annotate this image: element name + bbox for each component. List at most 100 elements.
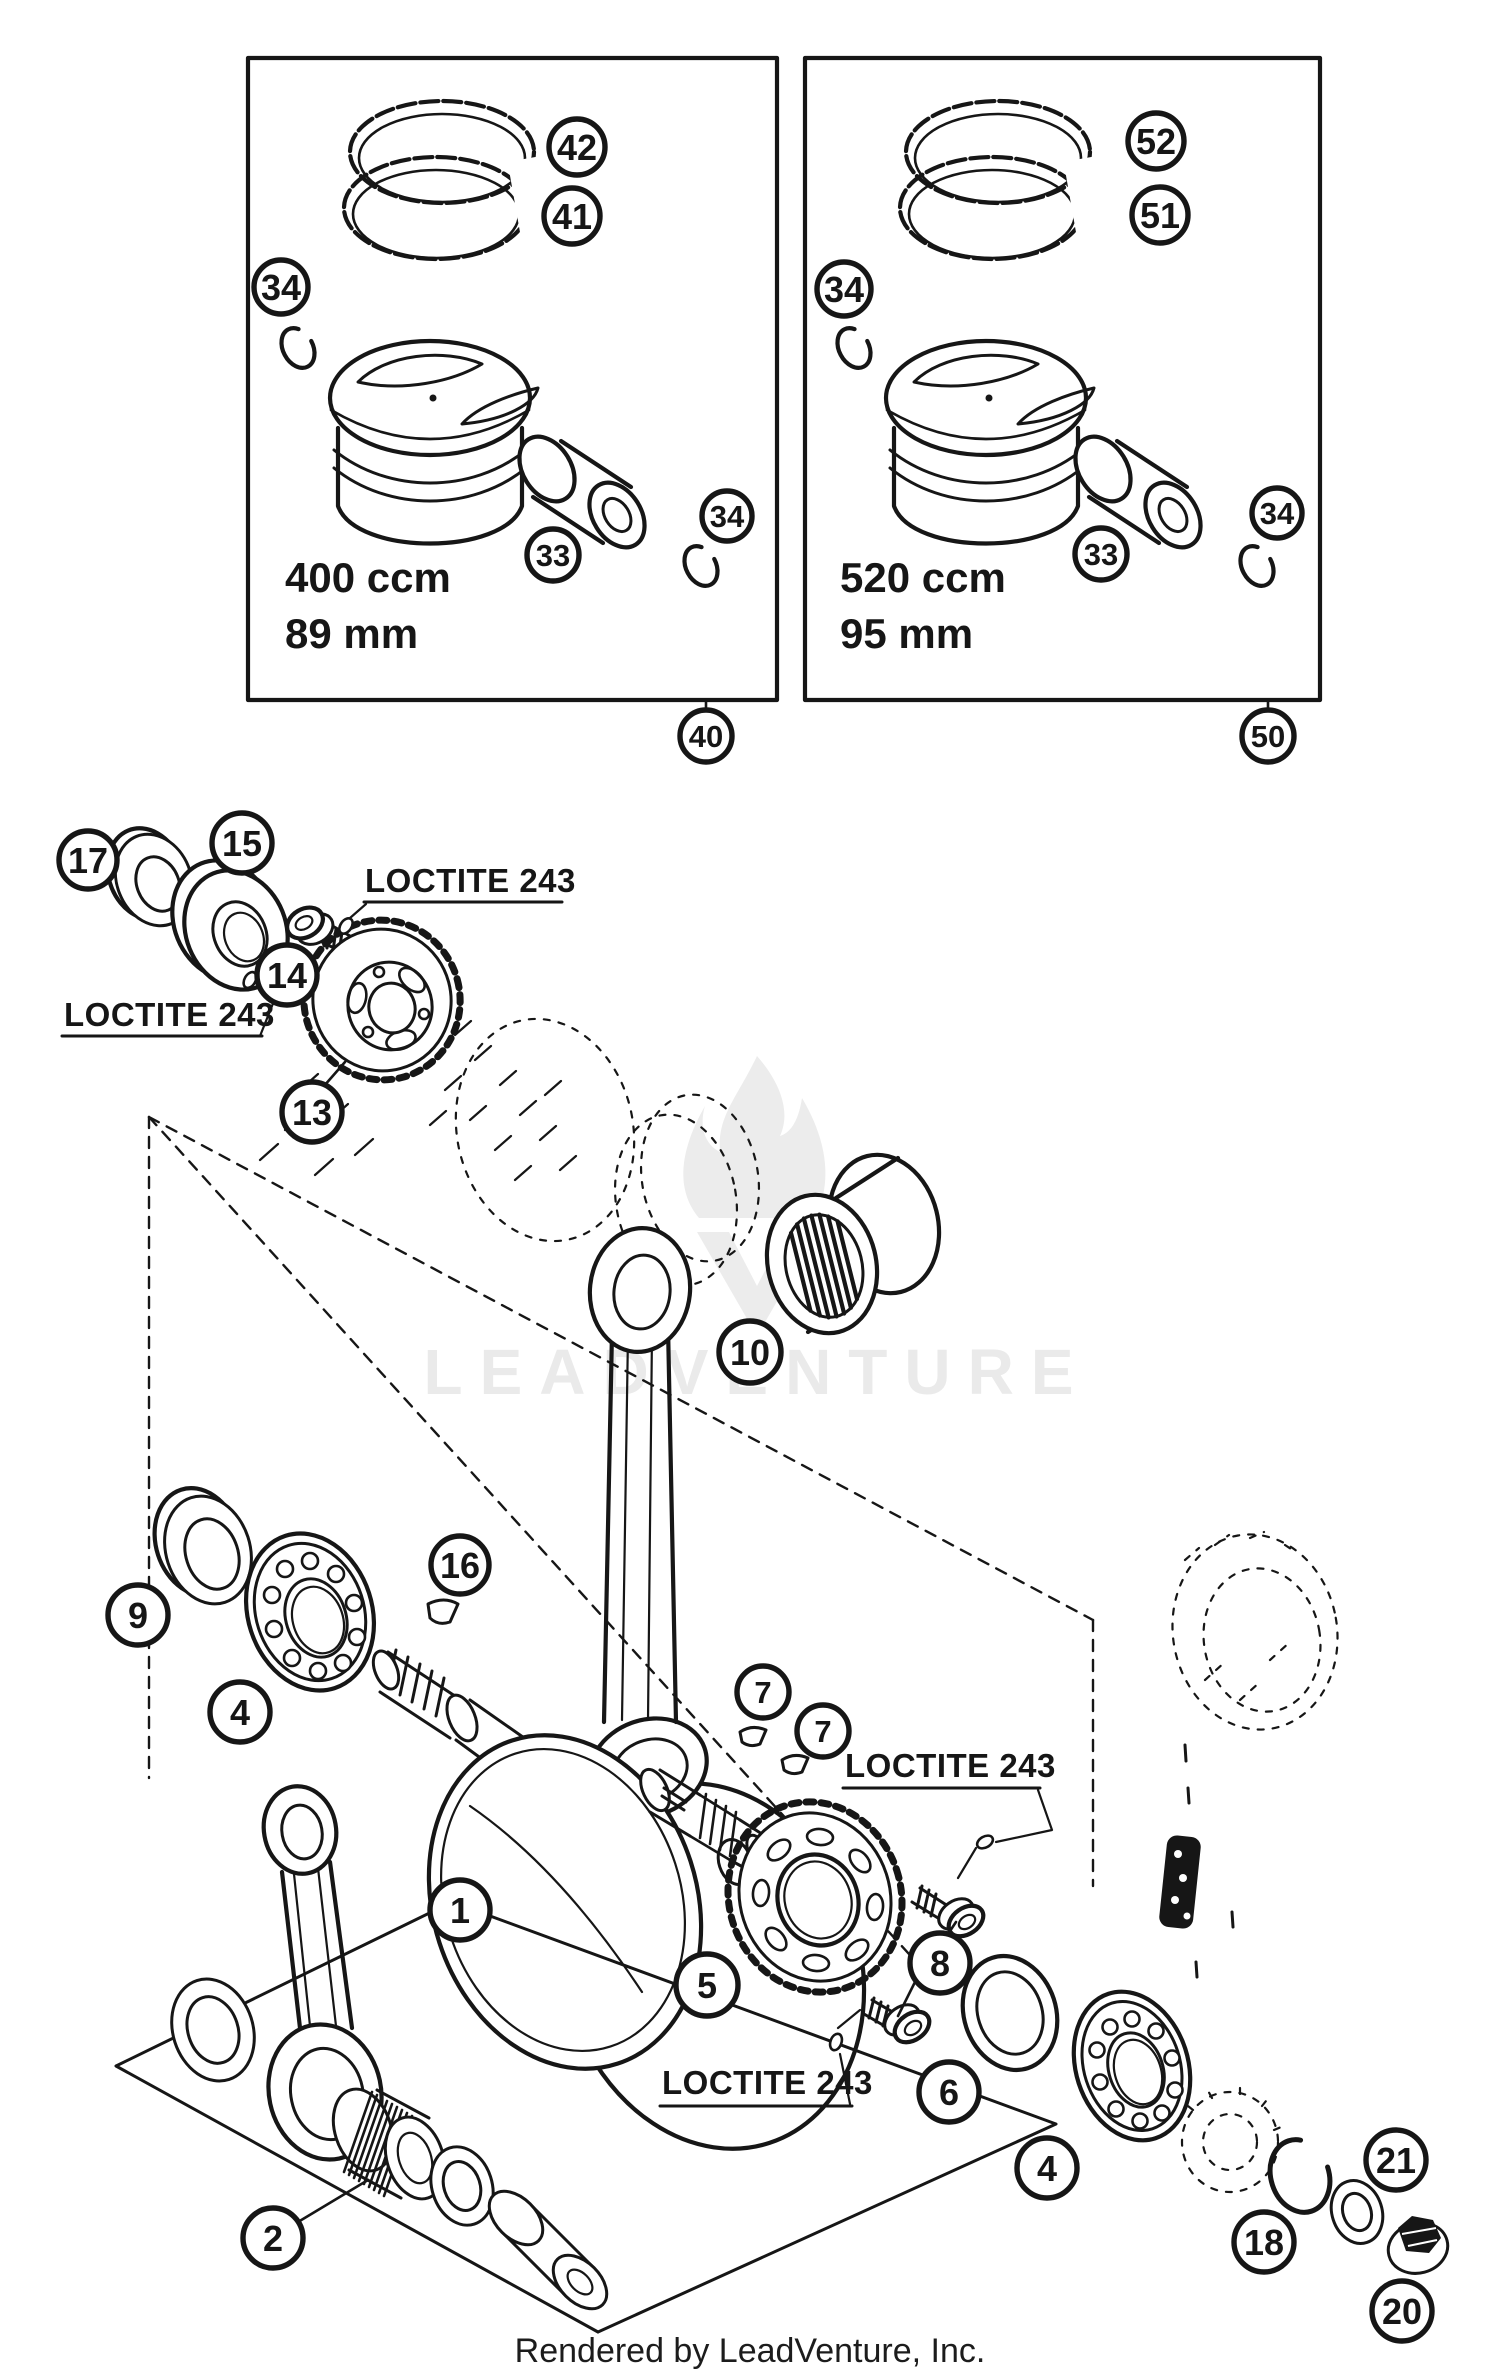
callout-bearing-4-left: 4 bbox=[207, 1679, 273, 1745]
callout-bearing-4-right: 4 bbox=[1014, 2135, 1080, 2201]
callout-woodruff-key-16: 16 bbox=[428, 1533, 492, 1597]
svg-text:6: 6 bbox=[939, 2072, 959, 2113]
loctite-label-upper-screw: LOCTITE 243 bbox=[841, 1747, 1056, 1880]
flame-icon bbox=[683, 1056, 826, 1218]
callout-circlip-34-right-a: 34 bbox=[814, 259, 874, 319]
callout-compression-ring-42: 42 bbox=[546, 116, 608, 178]
svg-text:9: 9 bbox=[128, 1595, 148, 1636]
section-plane-dashed-outline bbox=[147, 1115, 1095, 1988]
callout-key-7-front: 7 bbox=[734, 1663, 792, 1721]
piston-kit-520-box: 520 ccm 95 mm bbox=[802, 55, 1323, 712]
needle-rollers bbox=[788, 1212, 860, 1320]
callout-kit-50: 50 bbox=[1239, 707, 1297, 765]
callout-oil-ring-51: 51 bbox=[1129, 184, 1191, 246]
flange-nut-20-part bbox=[1386, 2216, 1450, 2275]
callout-flange-nut-20: 20 bbox=[1369, 2278, 1435, 2344]
svg-text:51: 51 bbox=[1140, 195, 1180, 236]
main-bearing-left-4-part bbox=[243, 1531, 377, 1693]
callout-shim-17: 17 bbox=[56, 828, 120, 892]
collar-screw-lower-part bbox=[862, 1996, 932, 2045]
svg-text:7: 7 bbox=[754, 1675, 771, 1710]
svg-text:17: 17 bbox=[68, 840, 108, 881]
callout-screws-8: 8 bbox=[907, 1930, 973, 1996]
svg-text:21: 21 bbox=[1376, 2140, 1416, 2181]
svg-text:40: 40 bbox=[689, 719, 723, 754]
callout-washer-21: 21 bbox=[1363, 2127, 1429, 2193]
callout-snap-ring-18: 18 bbox=[1231, 2209, 1297, 2275]
piston-kit-520-art bbox=[831, 101, 1280, 592]
kit-400-bore-label: 89 mm bbox=[285, 610, 418, 657]
callout-circlip-34-right-b: 34 bbox=[1249, 485, 1305, 541]
svg-text:2: 2 bbox=[263, 2218, 283, 2259]
washer-21-part bbox=[1329, 2179, 1385, 2245]
kit-400-volume-label: 400 ccm bbox=[285, 554, 451, 601]
main-bearing-right-4-part bbox=[1071, 1989, 1193, 2143]
woodruff-key-16-part bbox=[426, 1598, 460, 1625]
needle-bearing-10-part bbox=[764, 1152, 942, 1336]
balancer-gear-13-part bbox=[300, 916, 464, 1088]
svg-text:33: 33 bbox=[536, 538, 570, 573]
callout-primary-gear-5: 5 bbox=[673, 1951, 741, 2019]
shim-ring-6-part bbox=[960, 1953, 1060, 2073]
svg-text:33: 33 bbox=[1084, 537, 1118, 572]
svg-text:42: 42 bbox=[557, 127, 597, 168]
shaft-seal-9-part bbox=[152, 1486, 253, 1606]
callout-needle-bearing-10: 10 bbox=[716, 1318, 784, 1386]
conrod-kit-parts bbox=[170, 1784, 609, 2311]
svg-text:7: 7 bbox=[814, 1714, 831, 1749]
loctite-label-lower-screw: LOCTITE 243 bbox=[658, 2008, 873, 2108]
conrod-kit-plank bbox=[114, 1900, 1058, 2334]
svg-text:16: 16 bbox=[440, 1545, 480, 1586]
svg-text:34: 34 bbox=[261, 267, 301, 308]
callout-kit-40: 40 bbox=[677, 707, 735, 765]
svg-text:1: 1 bbox=[450, 1890, 470, 1931]
ghost-clutch-sketch bbox=[454, 1017, 761, 1287]
svg-text:4: 4 bbox=[230, 1692, 250, 1733]
callout-conrod-kit-2: 2 bbox=[240, 2205, 306, 2271]
callout-screw-14: 14 bbox=[254, 942, 320, 1008]
snap-ring-18-part bbox=[1267, 2137, 1333, 2215]
svg-text:10: 10 bbox=[730, 1332, 770, 1373]
callout-piston-pin-33-right: 33 bbox=[1072, 525, 1130, 583]
callout-compression-ring-52: 52 bbox=[1125, 110, 1187, 172]
primary-gear-5-part bbox=[724, 1798, 906, 1996]
callout-circlip-34-left-b: 34 bbox=[699, 488, 755, 544]
footer-credit: Rendered by LeadVenture, Inc. bbox=[515, 2332, 986, 2370]
svg-text:5: 5 bbox=[697, 1965, 717, 2006]
bearing-collar-15-part bbox=[170, 858, 290, 992]
callout-key-7-rear: 7 bbox=[794, 1702, 852, 1760]
piston-kit-400-box: 400 ccm 89 mm bbox=[245, 55, 780, 712]
svg-text:18: 18 bbox=[1244, 2222, 1284, 2263]
loctite-label-balancer-screw: LOCTITE 243 bbox=[338, 862, 575, 935]
callout-seal-9: 9 bbox=[105, 1582, 171, 1648]
ghost-ring-gear-sketch bbox=[1171, 1530, 1339, 1731]
callout-collar-15: 15 bbox=[209, 810, 275, 876]
key-front-7-part bbox=[738, 1725, 768, 1748]
callout-balancer-gear-13: 13 bbox=[279, 1079, 345, 1145]
loctite-text-4: LOCTITE 243 bbox=[662, 2064, 873, 2101]
loctite-text-3: LOCTITE 243 bbox=[845, 1747, 1056, 1784]
kit-520-bore-label: 95 mm bbox=[840, 610, 973, 657]
callout-shim-ring-6: 6 bbox=[916, 2059, 982, 2125]
svg-text:34: 34 bbox=[710, 499, 745, 534]
callout-piston-pin-33-left: 33 bbox=[524, 526, 582, 584]
callout-circlip-34-left-a: 34 bbox=[251, 257, 311, 317]
collar-screw-upper-part bbox=[910, 1884, 986, 1939]
kit-520-volume-label: 520 ccm bbox=[840, 554, 1006, 601]
svg-text:20: 20 bbox=[1382, 2291, 1422, 2332]
svg-text:52: 52 bbox=[1136, 121, 1176, 162]
svg-text:34: 34 bbox=[1260, 496, 1295, 531]
chain-segment bbox=[1159, 1743, 1235, 1979]
key-rear-7-part bbox=[780, 1753, 810, 1776]
svg-text:13: 13 bbox=[292, 1092, 332, 1133]
svg-text:41: 41 bbox=[552, 196, 592, 237]
svg-text:34: 34 bbox=[824, 269, 864, 310]
svg-text:50: 50 bbox=[1251, 719, 1285, 754]
loctite-text-2: LOCTITE 243 bbox=[64, 996, 275, 1033]
piston-kit-400-art bbox=[275, 101, 724, 592]
svg-text:8: 8 bbox=[930, 1943, 950, 1984]
callout-crankshaft-1: 1 bbox=[427, 1877, 493, 1943]
callout-oil-ring-41: 41 bbox=[541, 185, 603, 247]
loctite-label-collar: LOCTITE 243 bbox=[60, 970, 278, 1038]
svg-text:14: 14 bbox=[267, 955, 307, 996]
